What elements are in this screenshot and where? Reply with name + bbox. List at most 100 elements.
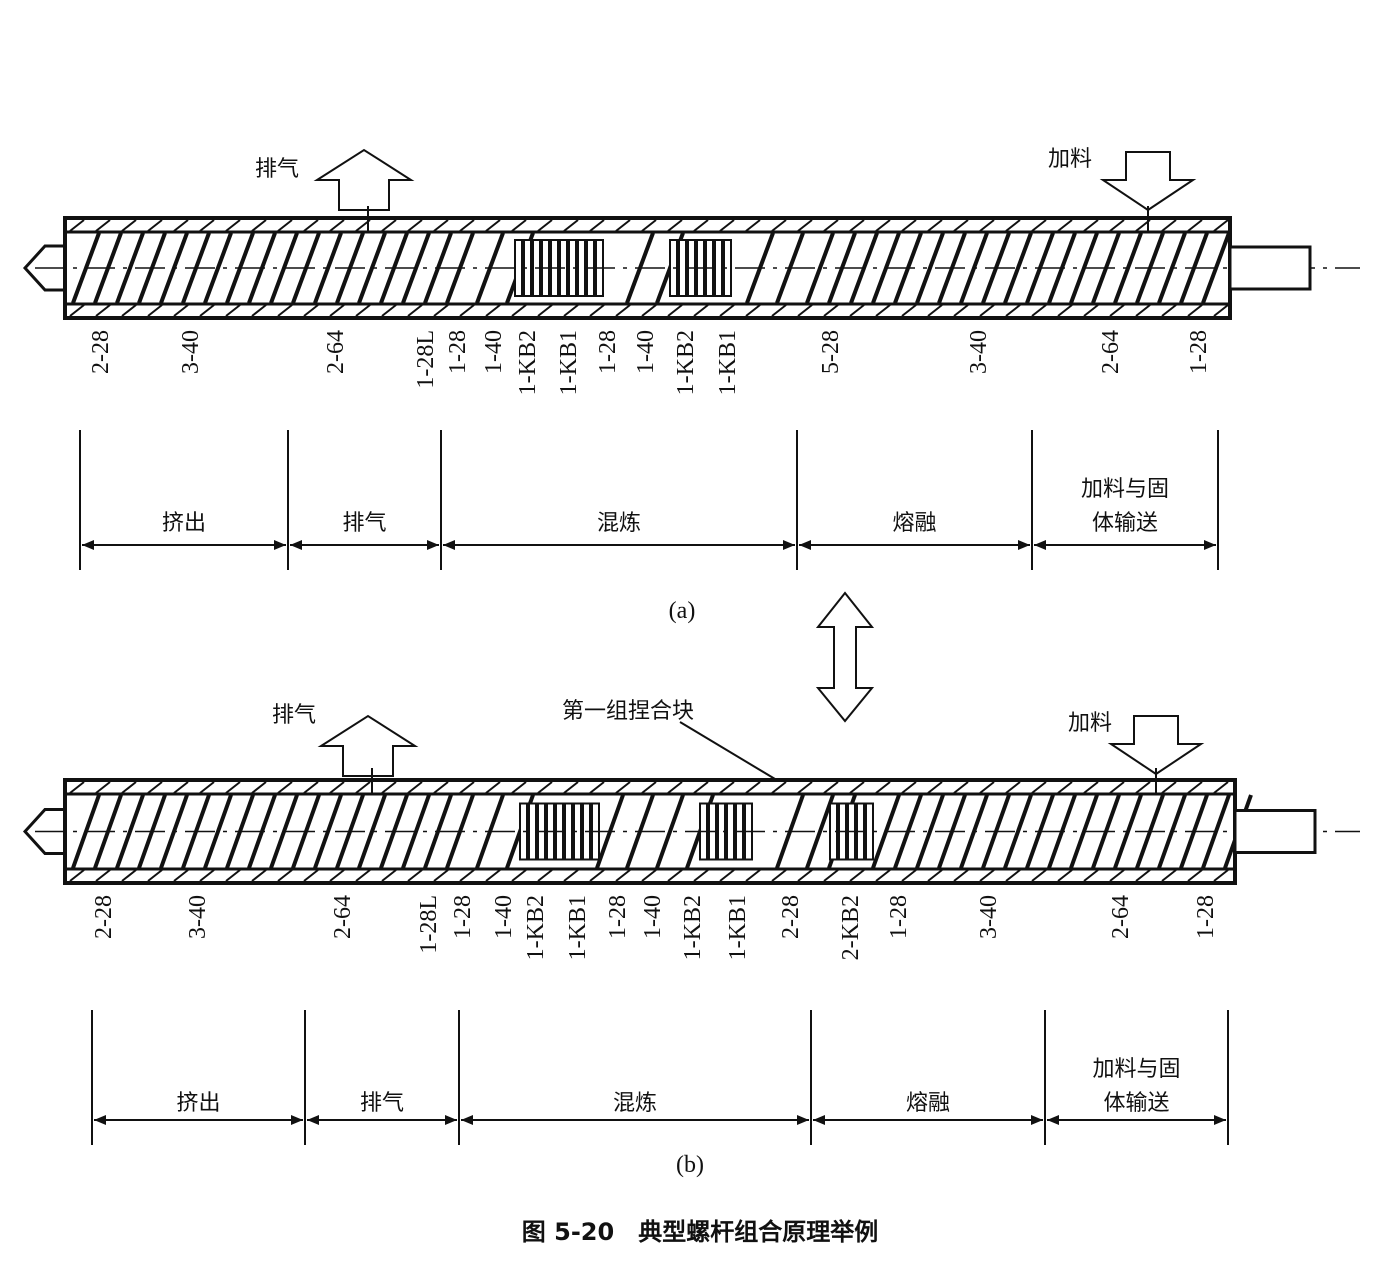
panel-a-feed-arrow-icon	[1099, 151, 1197, 212]
panel_b-barrel-hatch	[433, 781, 449, 794]
panel_b-barrel-hatch	[1083, 781, 1099, 794]
panel_a-screw-flight	[1157, 232, 1187, 304]
panel_b-barrel-hatch	[1005, 781, 1021, 794]
panel_a-arrowhead	[443, 540, 455, 550]
panel_b-barrel-hatch	[95, 869, 111, 882]
panel_a-barrel-hatch	[901, 304, 917, 317]
panel_a-arrowhead	[799, 540, 811, 550]
panel_b-screw-flight	[1157, 794, 1187, 869]
panel_b-arrowhead	[813, 1115, 825, 1125]
panel_b-barrel-hatch	[1005, 869, 1021, 882]
panel_b-arrowhead	[291, 1115, 303, 1125]
panel_a-screw-flight	[1003, 232, 1033, 304]
panel_a-barrel-hatch	[1031, 219, 1047, 232]
panel_a-barrel-hatch	[1213, 219, 1229, 232]
panel_b-element-label: 1-KB1	[565, 895, 591, 960]
panel_b-arrowhead	[461, 1115, 473, 1125]
panel_a-barrel-hatch	[823, 304, 839, 317]
panel_b-barrel-hatch	[641, 869, 657, 882]
panel_b-element-label: 1-40	[640, 895, 666, 939]
panel_b-barrel-hatch	[927, 781, 943, 794]
panel_a-section-label: 挤出	[162, 511, 206, 536]
panel_b-screw-flight	[269, 794, 299, 869]
panel_a-barrel-hatch	[329, 304, 345, 317]
panel_b-section-label: 体输送	[1103, 1091, 1169, 1116]
panel_b-screw-flight	[805, 794, 835, 869]
panel_a-element-label: 1-40	[481, 330, 507, 374]
panel_b-barrel-hatch	[875, 869, 891, 882]
panel_b-element-label: 1-28	[1193, 895, 1219, 939]
panel_b-barrel-hatch	[407, 781, 423, 794]
panel_a-barrel-hatch	[1161, 219, 1177, 232]
panel-a-feed-label: 加料	[1048, 147, 1092, 172]
panel_b-barrel-hatch	[771, 781, 787, 794]
panel_b-element-label: 2-KB2	[838, 895, 864, 960]
panel-b-vent-arrow-icon	[317, 714, 419, 777]
panel_a-arrowhead	[783, 540, 795, 550]
panel_a-barrel-hatch	[355, 304, 371, 317]
panel_a-barrel-hatch	[433, 304, 449, 317]
panel_a-barrel-hatch	[1005, 219, 1021, 232]
panel_a-barrel-hatch	[199, 219, 215, 232]
panel-a-vent-arrow-icon	[313, 148, 415, 211]
panel-b-feed-label: 加料	[1068, 711, 1112, 736]
panel_a-barrel-hatch	[719, 219, 735, 232]
panel_a-barrel-hatch	[1213, 304, 1229, 317]
panel_a-barrel-hatch	[823, 219, 839, 232]
panel_a-barrel-hatch	[745, 219, 761, 232]
panel_b-screw-flight	[357, 794, 387, 869]
panel_a-barrel-hatch	[667, 304, 683, 317]
panel_a-section-label: 混炼	[597, 511, 641, 536]
panel_a-barrel-hatch	[1109, 304, 1125, 317]
panel_a-barrel-hatch	[953, 219, 969, 232]
panel_b-barrel-hatch	[979, 869, 995, 882]
panel_a-barrel-hatch	[121, 304, 137, 317]
panel_a-barrel-hatch	[173, 219, 189, 232]
panel_b-barrel-hatch	[1187, 781, 1203, 794]
panel_a-barrel-hatch	[95, 219, 111, 232]
panel-a-vent-label: 排气	[255, 157, 299, 182]
panel_a-screw-flight	[203, 232, 233, 304]
panel_b-barrel-hatch	[1135, 869, 1151, 882]
panel_b-barrel-hatch	[277, 869, 293, 882]
panel_a-barrel-hatch	[589, 219, 605, 232]
panel_b-element-label: 1-28L	[416, 895, 442, 954]
panel_a-barrel-hatch	[849, 219, 865, 232]
panel_a-barrel-hatch	[1057, 219, 1073, 232]
panel_b-barrel-hatch	[407, 869, 423, 882]
panel_a-barrel-hatch	[459, 219, 475, 232]
panel_b-barrel-hatch	[381, 869, 397, 882]
panel_a-barrel-hatch	[381, 304, 397, 317]
panel_a-barrel-hatch	[719, 304, 735, 317]
panel_a-element-label: 1-KB2	[673, 330, 699, 395]
panel_b-screw-flight	[203, 794, 233, 869]
panel_a-barrel-hatch	[1083, 304, 1099, 317]
panel_a-barrel-hatch	[849, 304, 865, 317]
panel_a-barrel-hatch	[329, 219, 345, 232]
panel_b-element-label: 1-28	[605, 895, 631, 939]
panel_a-barrel-hatch	[1031, 304, 1047, 317]
panel_a-section-label: 加料与固	[1081, 477, 1169, 502]
panel_a-element-label: 1-28	[595, 330, 621, 374]
panel_a-barrel-hatch	[979, 304, 995, 317]
panel_b-barrel-hatch	[355, 781, 371, 794]
panel_b-barrel-hatch	[641, 781, 657, 794]
panel_a-barrel-hatch	[459, 304, 475, 317]
panel_b-barrel-hatch	[589, 869, 605, 882]
panel_a-barrel-hatch	[667, 219, 683, 232]
panel_b-barrel-hatch	[485, 781, 501, 794]
panel_b-barrel-hatch	[147, 869, 163, 882]
panel_b-barrel-hatch	[667, 781, 683, 794]
panel_a-barrel-hatch	[95, 304, 111, 317]
panel_b-barrel-hatch	[719, 781, 735, 794]
panel_a-element-label: 1-KB2	[515, 330, 541, 395]
panel_b-kneading-disc	[528, 802, 537, 861]
panel_a-barrel-hatch	[69, 219, 85, 232]
panel_a-barrel-hatch	[589, 304, 605, 317]
panel_b-barrel-hatch	[147, 781, 163, 794]
panel_b-barrel-hatch	[1135, 781, 1151, 794]
panel_b-barrel-hatch	[693, 869, 709, 882]
panel_b-barrel-hatch	[823, 781, 839, 794]
panel_a-barrel-hatch	[927, 219, 943, 232]
figure-caption: 图 5-20 典型螺杆组合原理举例	[522, 1218, 878, 1246]
